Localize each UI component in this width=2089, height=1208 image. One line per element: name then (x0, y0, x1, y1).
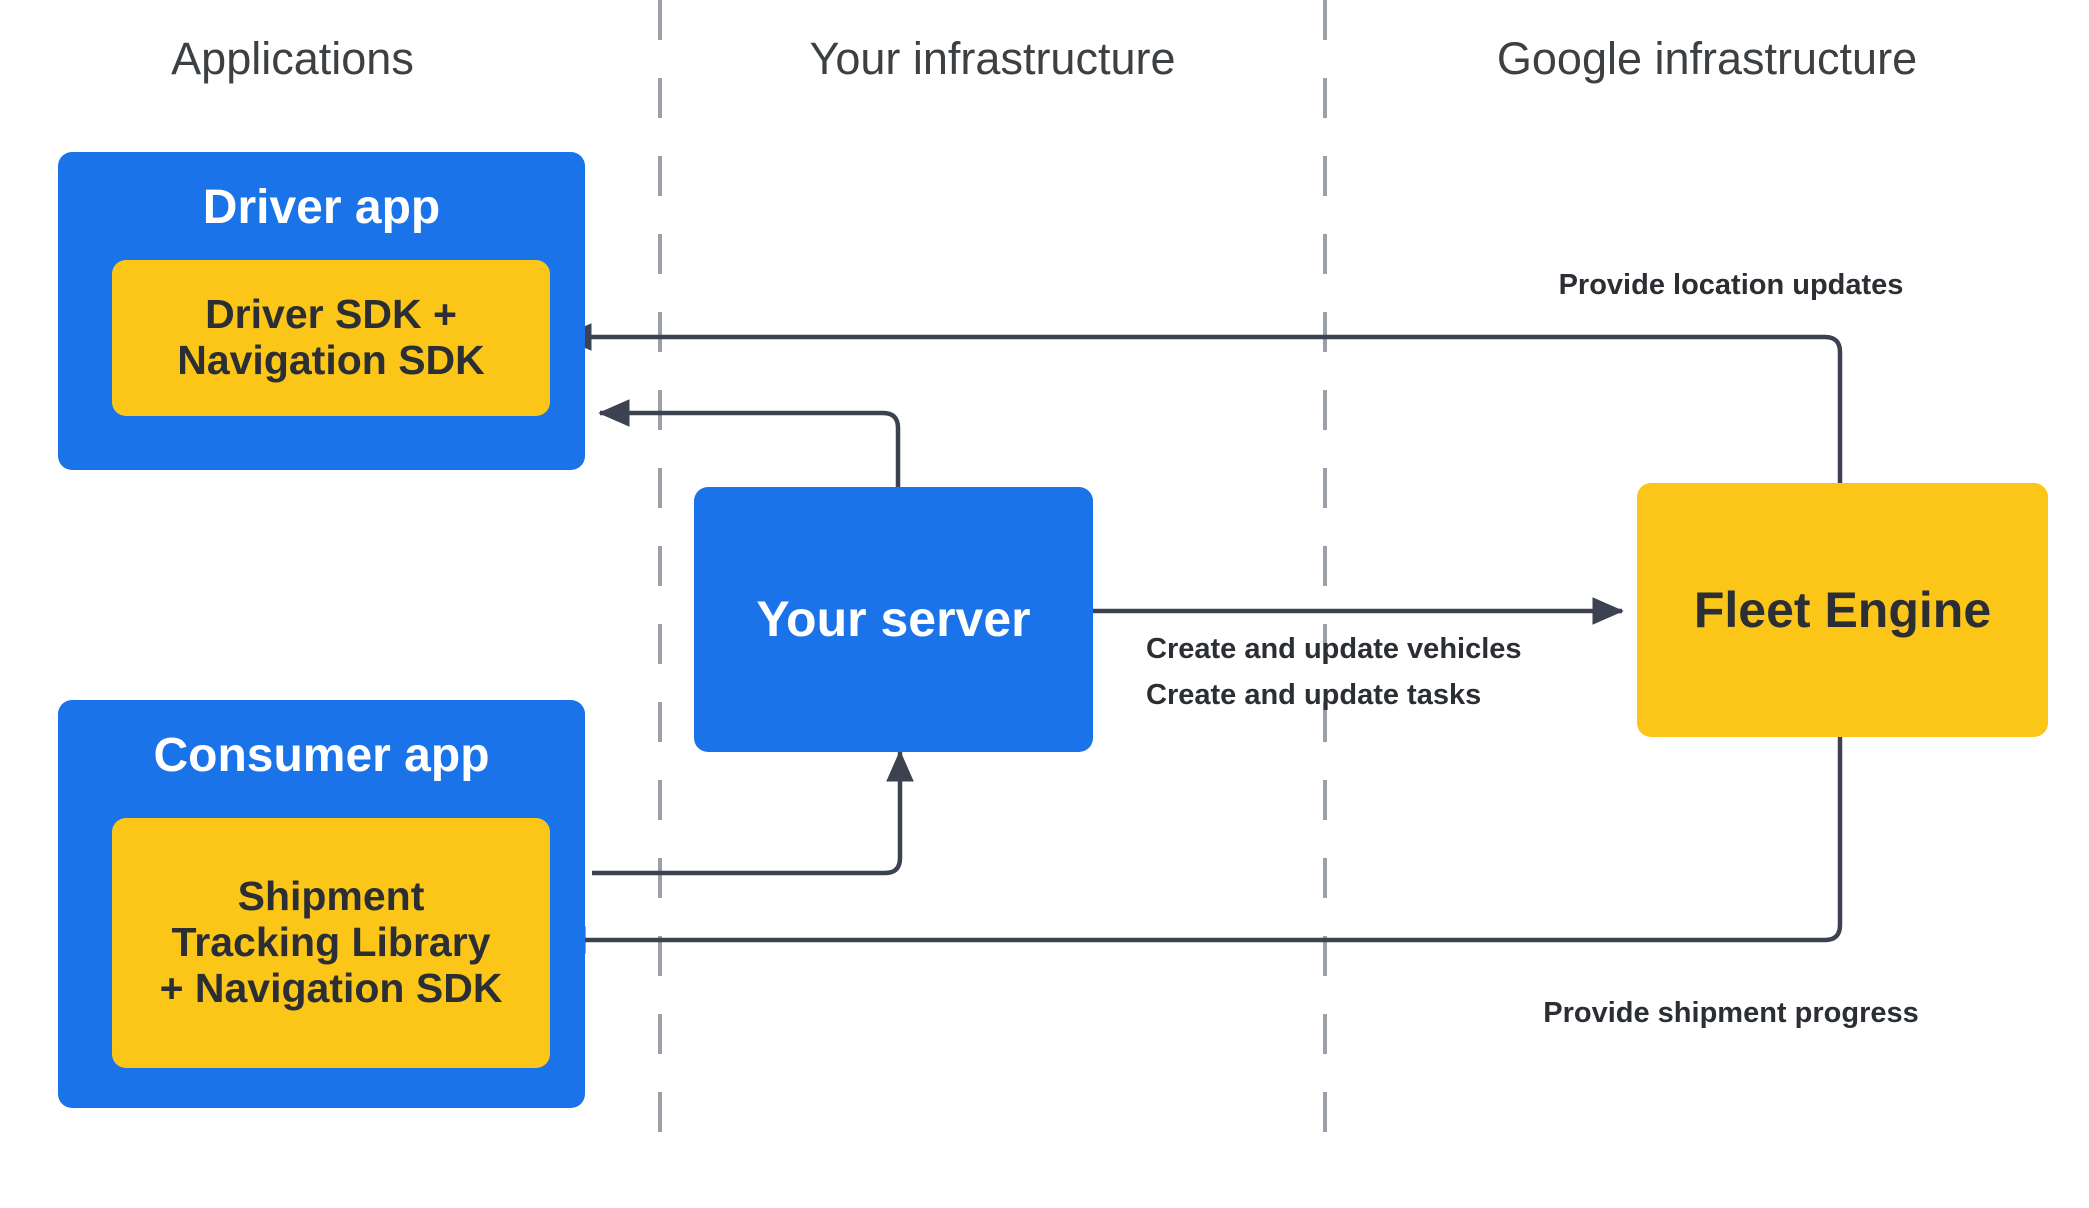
label-create-and-update-vehicles: Create and update vehicles (1146, 633, 1522, 665)
column-header-google-infrastructure: Google infrastructure (1496, 33, 1918, 84)
node-fleet-engine[interactable]: Fleet Engine (1637, 483, 2048, 737)
edge-shipment-progress (554, 737, 1843, 954)
label-provide-location-updates: Provide location updates (1558, 269, 1904, 301)
node-driver-app[interactable]: Driver app Driver SDK + Navigation SDK (58, 152, 585, 470)
consumer-sdk-label: Shipment Tracking Library + Navigation S… (159, 873, 503, 1012)
edge-consumer-app-to-server (592, 750, 914, 876)
consumer-sdk-line-2: Tracking Library (171, 919, 491, 966)
node-shipment-tracking-library[interactable]: Shipment Tracking Library + Navigation S… (112, 818, 550, 1068)
driver-sdk-label: Driver SDK + Navigation SDK (177, 291, 485, 384)
label-create-and-update-tasks: Create and update tasks (1146, 679, 1482, 711)
label-provide-shipment-progress: Provide shipment progress (1543, 997, 1919, 1029)
driver-sdk-line-1: Driver SDK + (205, 291, 457, 338)
node-consumer-app[interactable]: Consumer app Shipment Tracking Library +… (58, 700, 585, 1108)
consumer-sdk-line-3: + Navigation SDK (159, 964, 503, 1011)
fleet-engine-label: Fleet Engine (1693, 581, 1992, 638)
node-your-server[interactable]: Your server (694, 487, 1093, 752)
edge-server-to-driver-app (598, 399, 901, 487)
driver-sdk-line-2: Navigation SDK (177, 337, 485, 383)
consumer-sdk-line-1: Shipment (237, 873, 425, 920)
edge-location-updates (560, 323, 1843, 483)
your-server-label: Your server (756, 591, 1031, 647)
driver-app-title: Driver app (202, 181, 441, 234)
node-driver-sdk[interactable]: Driver SDK + Navigation SDK (112, 260, 550, 416)
consumer-app-title: Consumer app (153, 729, 490, 782)
column-header-your-infrastructure: Your infrastructure (809, 33, 1176, 84)
column-header-applications: Applications (171, 33, 414, 84)
